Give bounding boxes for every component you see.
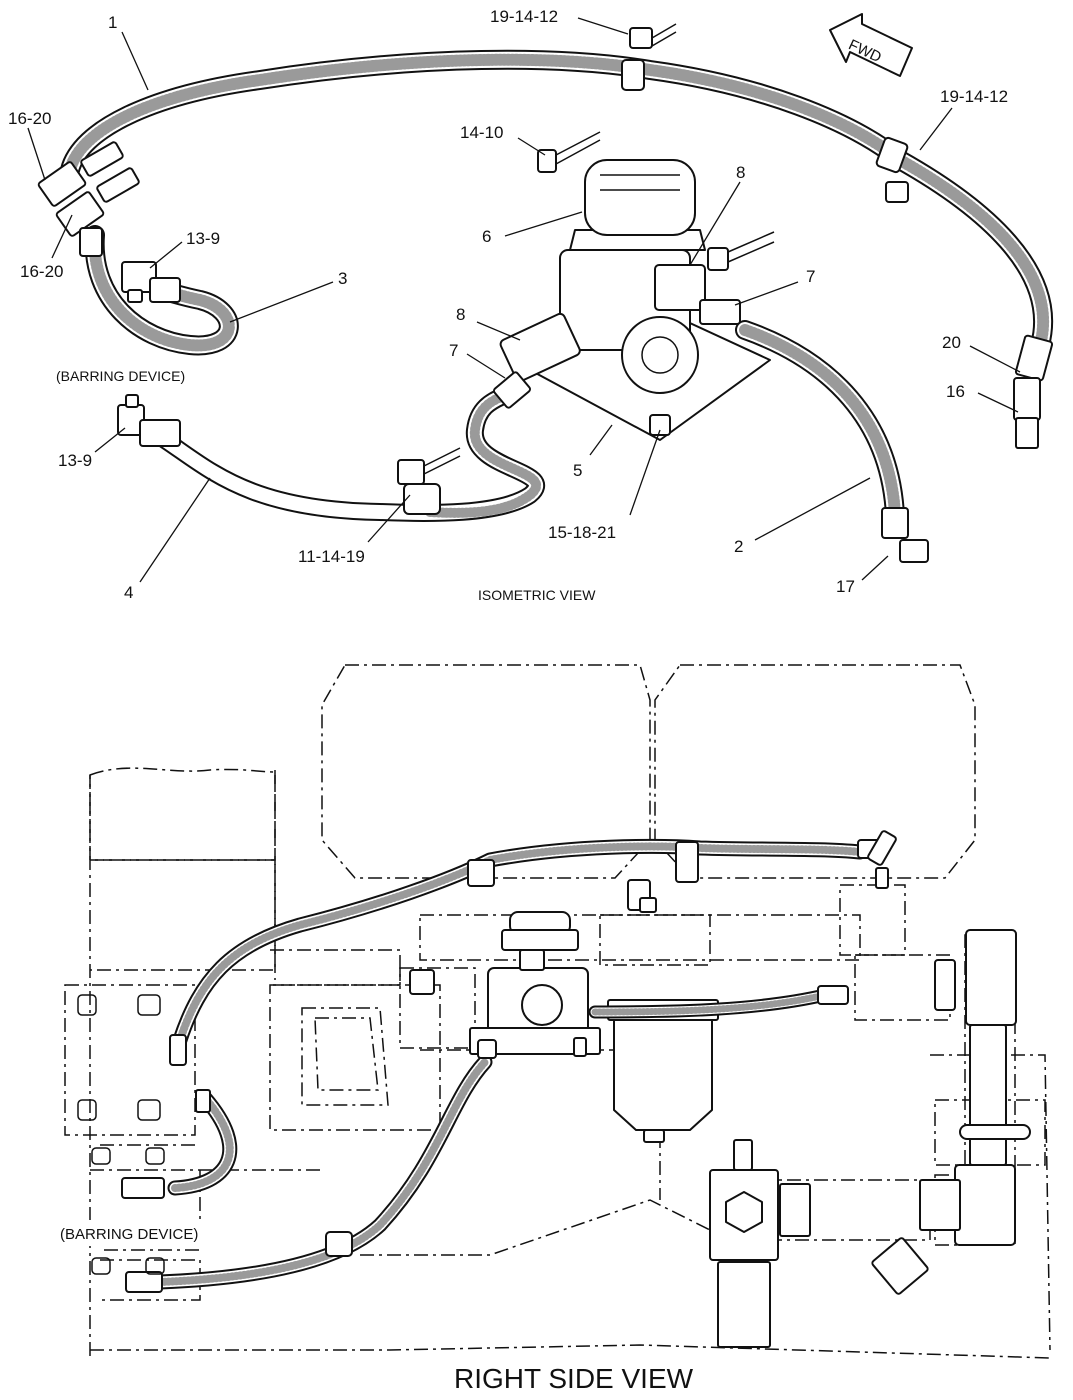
hose-2 (735, 320, 905, 525)
fitting-17 (881, 507, 929, 563)
label-7-left: 7 (449, 341, 458, 360)
phantom-outlines (64, 664, 1051, 1360)
side-hose-barring (167, 1090, 238, 1196)
label-20: 20 (942, 333, 961, 352)
label-6: 6 (482, 227, 491, 246)
right-side-view: (BARRING DEVICE) RIGHT SIDE VIEW (58, 664, 1051, 1394)
clamp-11-14-19 (397, 447, 461, 515)
label-8-top: 8 (736, 163, 745, 182)
isometric-view-title: ISOMETRIC VIEW (478, 587, 596, 603)
side-hose-lower (152, 1054, 493, 1290)
elbow-13-9-top (121, 261, 181, 303)
fittings-20-16 (1013, 334, 1054, 449)
right-pipe-assembly (871, 929, 1031, 1295)
side-hose-right (588, 988, 832, 1019)
hose-4 (156, 386, 545, 522)
label-3: 3 (338, 269, 347, 288)
valve-assembly (493, 131, 775, 441)
label-clamp-right: 19-14-12 (940, 87, 1008, 106)
label-barring-iso: (BARRING DEVICE) (56, 368, 185, 384)
label-17: 17 (836, 577, 855, 596)
hose-3 (84, 225, 239, 356)
label-11-14-19: 11-14-19 (298, 547, 365, 566)
label-bolt: 14-10 (460, 123, 503, 142)
label-barring-side: (BARRING DEVICE) (60, 1226, 198, 1243)
side-fittings (121, 830, 897, 1293)
label-5: 5 (573, 461, 582, 480)
lower-valve-block (709, 1139, 811, 1348)
side-valve (469, 911, 601, 1055)
clamp-top (621, 23, 677, 91)
elbow-13-9-bottom (117, 394, 181, 447)
label-7-right: 7 (806, 267, 815, 286)
label-16: 16 (946, 382, 965, 401)
label-2: 2 (734, 537, 743, 556)
label-8-left: 8 (456, 305, 465, 324)
label-4: 4 (124, 583, 133, 602)
leader-lines (27, 17, 1021, 583)
label-13-9-bottom: 13-9 (58, 451, 92, 470)
isometric-view: FWD 1 19-14 (8, 7, 1054, 603)
hose-1 (60, 49, 1054, 355)
label-fitting-upper: 16-20 (8, 109, 51, 128)
clamp-right (875, 136, 909, 203)
label-15-18-21: 15-18-21 (548, 523, 616, 542)
side-flanges (77, 994, 165, 1275)
label-13-9-top: 13-9 (186, 229, 220, 248)
label-fitting-lower: 16-20 (20, 262, 63, 281)
label-1: 1 (108, 13, 117, 32)
fittings-16-20 (37, 141, 140, 257)
fwd-arrow: FWD (829, 13, 913, 77)
right-side-view-title: RIGHT SIDE VIEW (454, 1363, 694, 1394)
label-clamp-top: 19-14-12 (490, 7, 558, 26)
